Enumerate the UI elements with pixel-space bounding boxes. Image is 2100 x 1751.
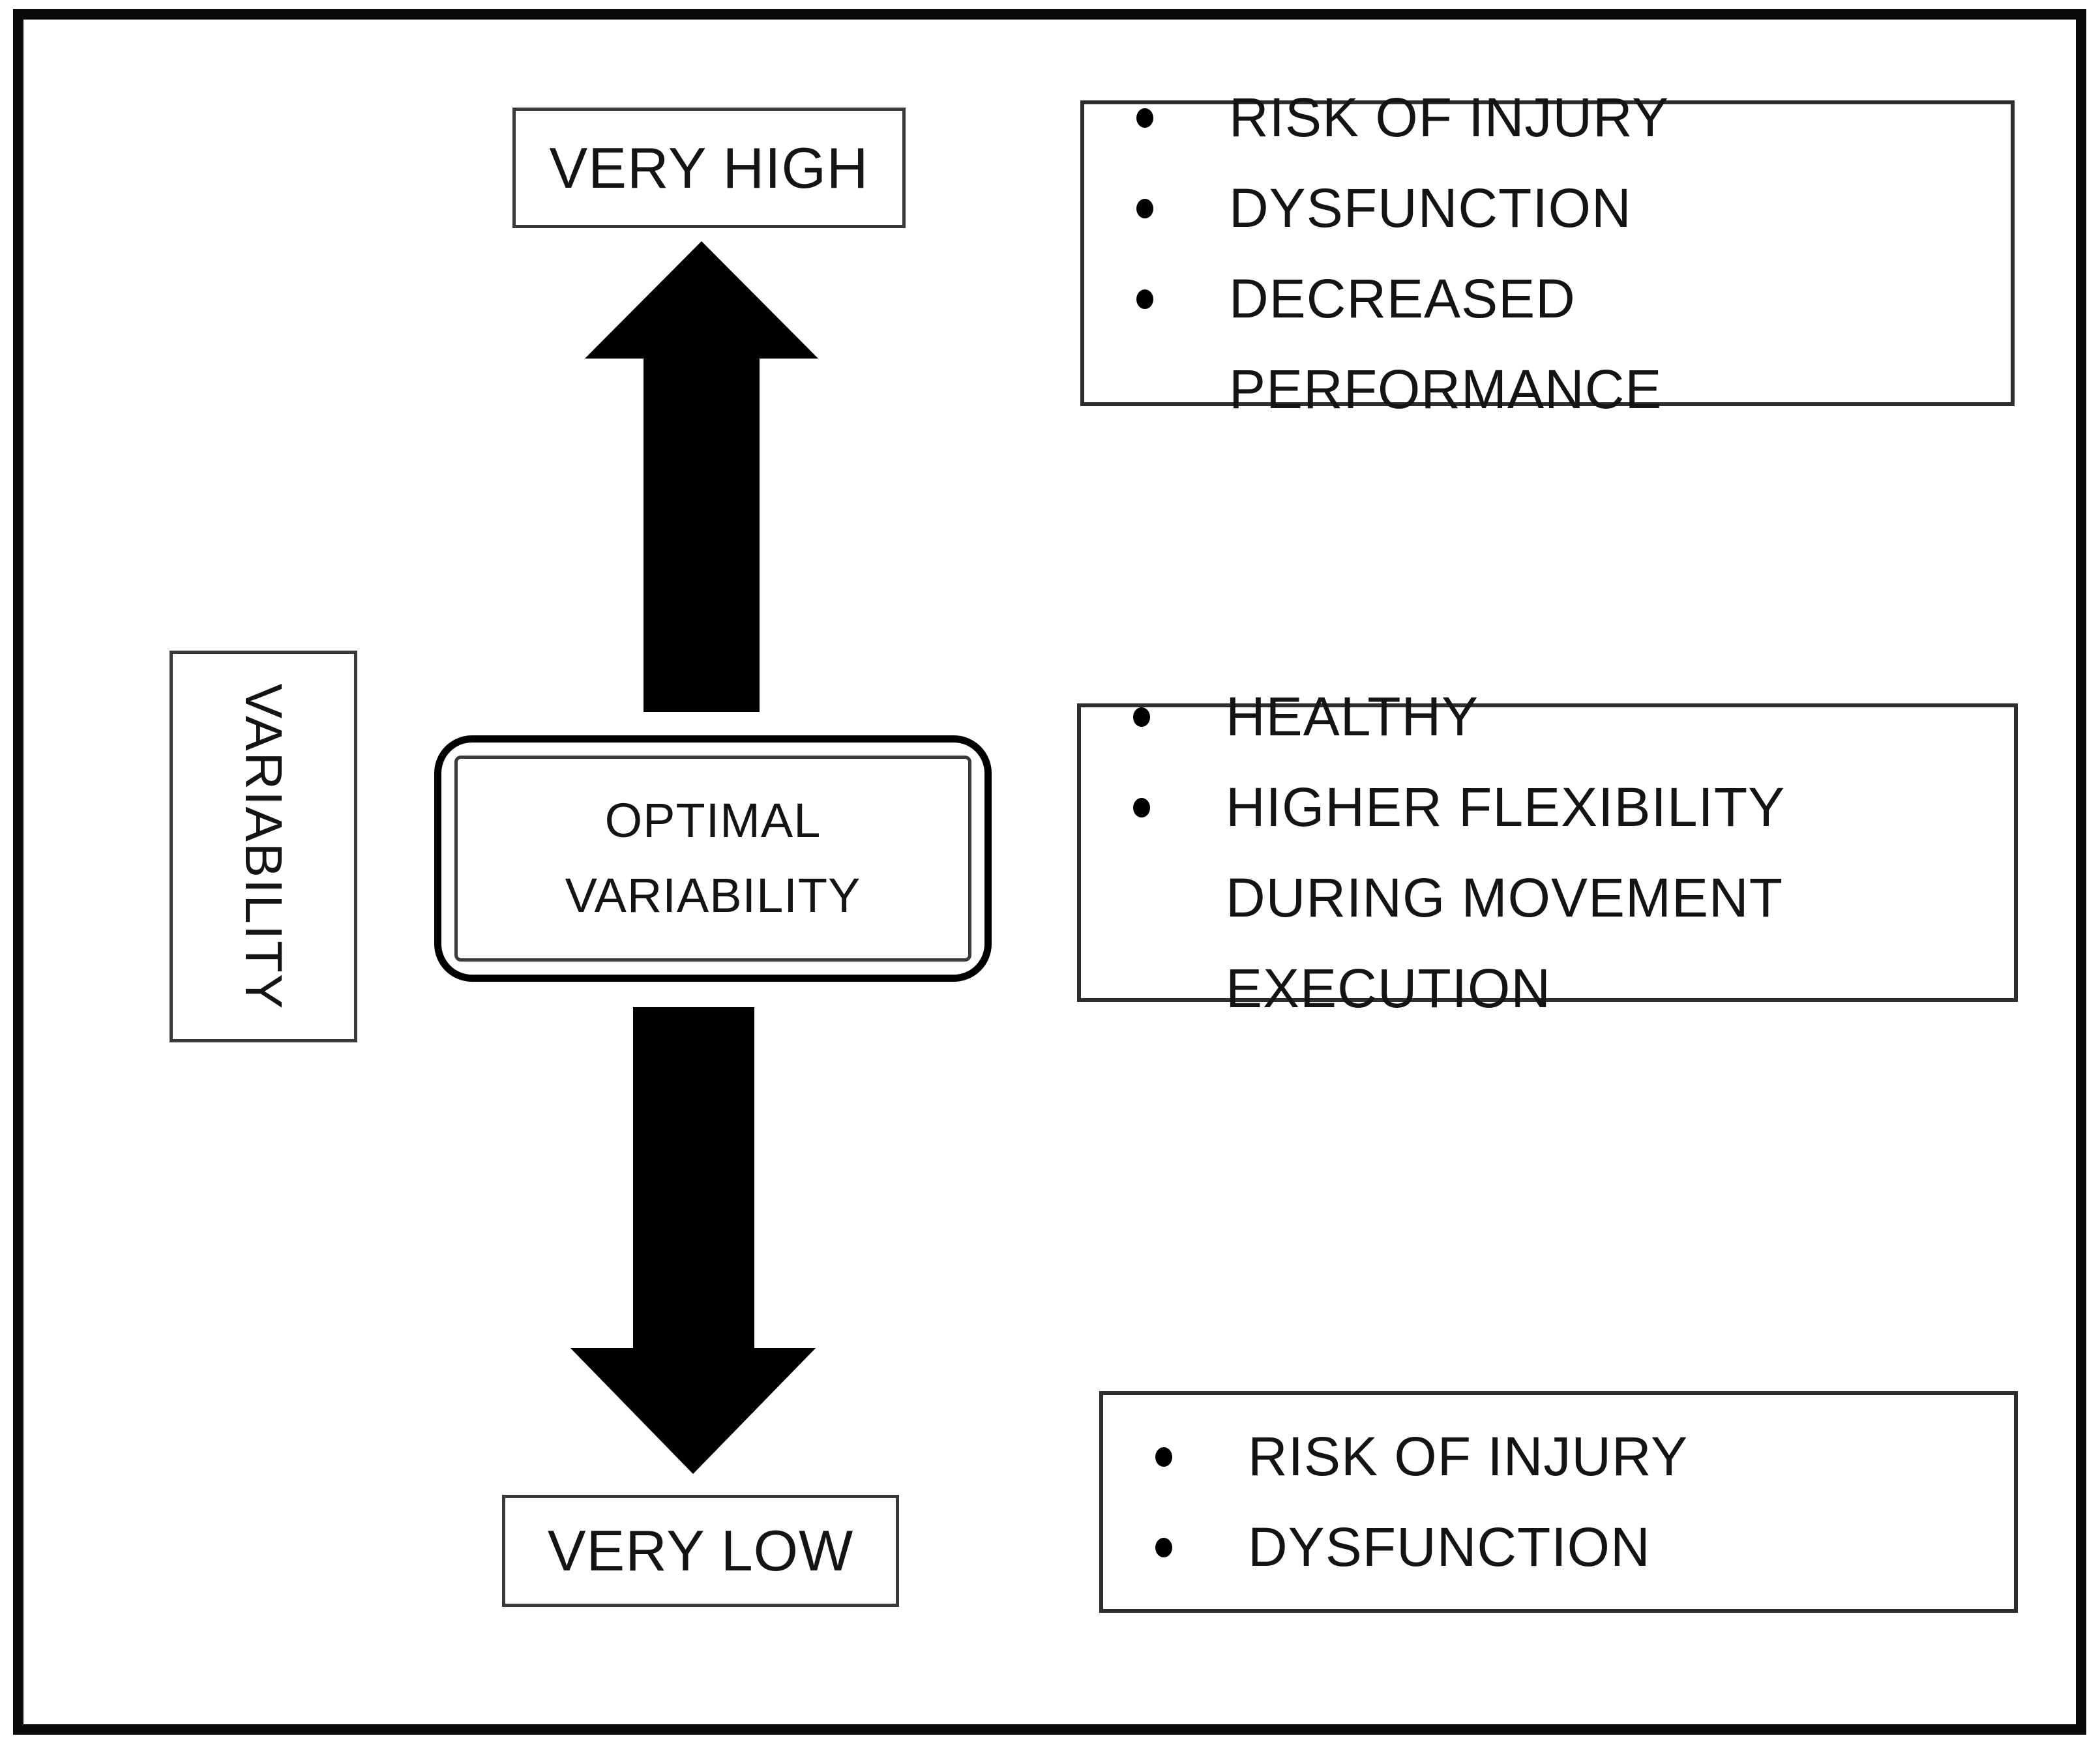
outcome-box-very-low: RISK OF INJURY DYSFUNCTION <box>1099 1391 2018 1613</box>
axis-box-variability: VARIABILITY <box>170 651 357 1042</box>
outcome-text: HIGHER FLEXIBILITY DURING MOVEMENT EXECU… <box>1226 776 1784 1019</box>
bullet-dot-icon <box>1136 198 1153 218</box>
level-box-very-high: VERY HIGH <box>512 108 906 228</box>
outcome-text: HEALTHY <box>1226 686 1479 747</box>
level-label-very-low: VERY LOW <box>547 1518 854 1583</box>
outcome-text: RISK OF INJURY <box>1229 86 1670 148</box>
list-item: DECREASED PERFORMANCE <box>1084 254 1991 435</box>
list-item: DYSFUNCTION <box>1103 1502 1994 1593</box>
level-box-optimal-inner: OPTIMAL VARIABILITY <box>454 756 971 962</box>
outcome-box-very-high: RISK OF INJURY DYSFUNCTION DECREASED PER… <box>1080 87 2015 420</box>
level-box-optimal-outer: OPTIMAL VARIABILITY <box>434 735 992 982</box>
axis-label-variability: VARIABILITY <box>235 683 293 1010</box>
level-label-optimal: OPTIMAL VARIABILITY <box>565 793 861 922</box>
list-item: HEALTHY <box>1081 671 1994 762</box>
down-arrow-icon <box>570 1007 816 1474</box>
outcome-text: DYSFUNCTION <box>1229 177 1632 239</box>
bullet-dot-icon <box>1136 108 1153 128</box>
outcome-text: DECREASED PERFORMANCE <box>1229 267 1663 420</box>
figure-border-frame: VERY HIGH VARIABILITY OPTIMAL VARIABILIT… <box>13 9 2086 1735</box>
list-item: RISK OF INJURY <box>1084 72 1991 163</box>
outcome-box-optimal: HEALTHY HIGHER FLEXIBILITY DURING MOVEME… <box>1077 686 2018 1019</box>
up-arrow-icon <box>585 241 818 712</box>
list-item: DYSFUNCTION <box>1084 163 1991 254</box>
bullet-dot-icon <box>1136 289 1153 309</box>
bullet-dot-icon <box>1155 1538 1172 1557</box>
level-label-very-high: VERY HIGH <box>549 135 869 200</box>
bullet-dot-icon <box>1155 1447 1172 1467</box>
bullet-dot-icon <box>1133 798 1150 817</box>
outcome-text: RISK OF INJURY <box>1248 1426 1689 1487</box>
list-item: RISK OF INJURY <box>1103 1411 1994 1502</box>
outcome-text: DYSFUNCTION <box>1248 1516 1651 1578</box>
level-box-very-low: VERY LOW <box>502 1495 899 1607</box>
bullet-dot-icon <box>1133 707 1150 727</box>
list-item: HIGHER FLEXIBILITY DURING MOVEMENT EXECU… <box>1081 762 1994 1034</box>
